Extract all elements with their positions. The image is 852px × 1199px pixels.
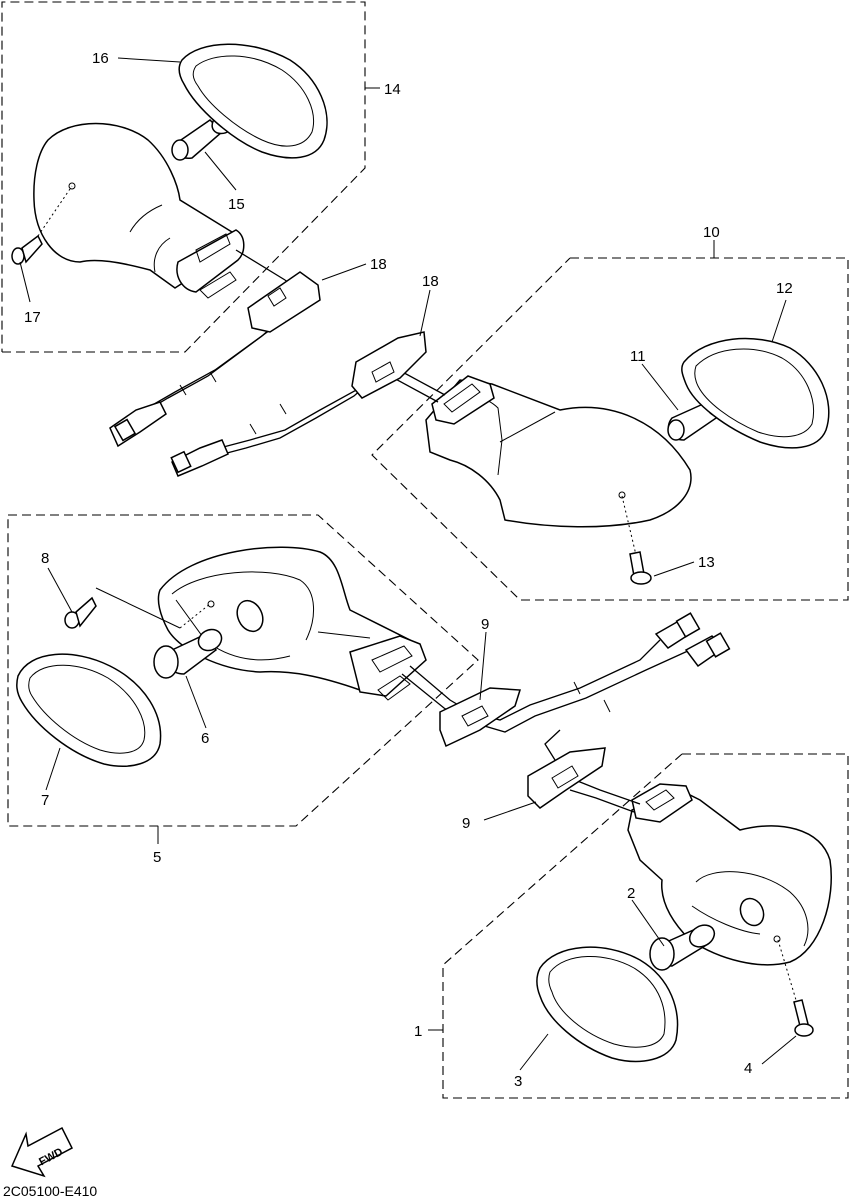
- callout-10: 10: [703, 224, 720, 241]
- bulb-2: [649, 924, 716, 971]
- callout-9-b: 9: [462, 815, 470, 832]
- callout-15: 15: [228, 196, 245, 213]
- screw-8: [64, 596, 97, 629]
- callout-2: 2: [627, 885, 635, 902]
- group-boundary-5: [7, 514, 479, 827]
- leader-lines: [19, 57, 797, 1071]
- bracket-9-bottom: [527, 747, 606, 809]
- callout-18-b: 18: [422, 273, 439, 290]
- grommet-bottom-right: [631, 783, 693, 823]
- callout-18-a: 18: [370, 256, 387, 273]
- grommet-top-right: [431, 375, 495, 425]
- callout-13: 13: [698, 554, 715, 571]
- group-boundary-14: [1, 1, 366, 353]
- screw-17: [11, 234, 43, 265]
- lens-12: [681, 337, 830, 449]
- callout-8: 8: [41, 550, 49, 567]
- grommet-top-left: [176, 229, 245, 299]
- group-boundary-10: [371, 257, 849, 601]
- callout-3: 3: [514, 1073, 522, 1090]
- callout-14: 14: [384, 81, 401, 98]
- callout-17: 17: [24, 309, 41, 326]
- callout-12: 12: [776, 280, 793, 297]
- lens-7: [16, 653, 162, 767]
- turn-signal-assembly-rear-right: [170, 331, 830, 585]
- callout-1: 1: [414, 1023, 422, 1040]
- forward-arrow-icon: FWD: [10, 1126, 73, 1178]
- connector-mid-left-b: [684, 632, 731, 668]
- diagram-code: 2C05100-E410: [3, 1183, 97, 1199]
- lens-3: [536, 946, 679, 1063]
- callout-6: 6: [201, 730, 209, 747]
- callout-16: 16: [92, 50, 109, 67]
- screw-13: [629, 551, 652, 585]
- bulb-6: [153, 628, 223, 679]
- callout-7: 7: [41, 792, 49, 809]
- turn-signal-assembly-rear-left: [11, 43, 328, 448]
- connector-top-right: [170, 439, 229, 477]
- bracket-18-top-left: [247, 271, 321, 333]
- grommet-mid-left: [349, 635, 427, 701]
- callout-11: 11: [630, 348, 646, 365]
- turn-signal-assembly-front-right: [527, 729, 832, 1063]
- callouts: 16 14 15 17 18 18 10 12 11 13 8 9 6 7 9 …: [24, 50, 793, 1090]
- bracket-18-center: [351, 331, 427, 399]
- connector-top-left: [109, 401, 167, 448]
- turn-signal-assembly-front-left: [16, 546, 731, 767]
- callout-9-a: 9: [481, 616, 489, 633]
- connector-mid-left-a: [654, 612, 701, 649]
- screw-4: [793, 999, 814, 1037]
- bracket-9-mid: [439, 687, 521, 748]
- callout-4: 4: [744, 1060, 752, 1077]
- callout-5: 5: [153, 849, 161, 866]
- lens-16: [178, 43, 328, 159]
